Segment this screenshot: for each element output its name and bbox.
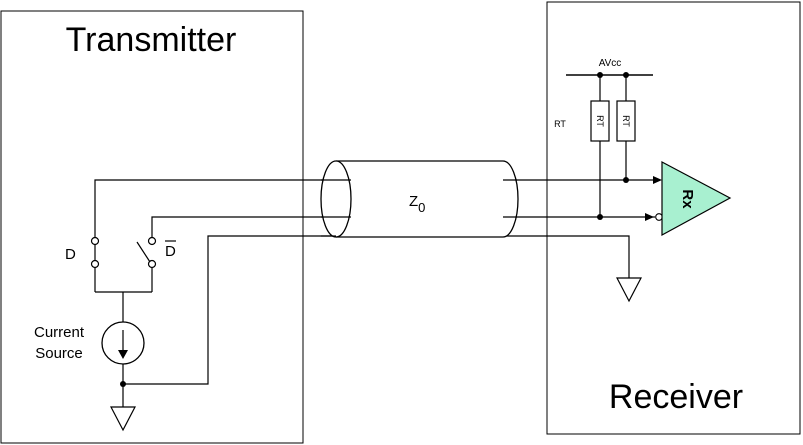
- cable-label: Z0: [409, 193, 425, 215]
- termination-resistor-1: [590, 72, 610, 220]
- noninverting-input-arrow: [653, 176, 662, 184]
- receiver-box: [546, 1, 801, 435]
- switch-d: [90, 236, 100, 292]
- switch-d-label: D: [65, 246, 76, 263]
- avcc-label: AVcc: [599, 58, 622, 69]
- current-source-label-line2: Source: [35, 345, 83, 362]
- termination-resistor-2: [616, 72, 636, 183]
- inversion-bubble: [655, 213, 663, 221]
- source-junction-dot: [120, 381, 126, 387]
- inverting-input-arrow: [645, 213, 654, 221]
- transmitter-ground-icon: [110, 406, 136, 432]
- current-source-label-line1: Current: [34, 324, 85, 341]
- resistor-1-label: RT: [595, 115, 605, 127]
- transmitter-box: [0, 10, 304, 444]
- receiver-title: Receiver: [609, 378, 743, 416]
- rt-side-label: RT: [554, 119, 566, 129]
- rx-amplifier-label: Rx: [679, 189, 696, 209]
- coax-cable: [320, 160, 519, 238]
- rx-amplifier-icon: [661, 161, 732, 237]
- resistor-2-label: RT: [621, 115, 631, 127]
- receiver-ground-icon: [616, 277, 642, 303]
- switch-dbar: [136, 236, 157, 292]
- transmitter-title: Transmitter: [66, 21, 237, 59]
- current-source-symbol: [101, 321, 145, 365]
- switch-dbar-label: D: [165, 243, 176, 260]
